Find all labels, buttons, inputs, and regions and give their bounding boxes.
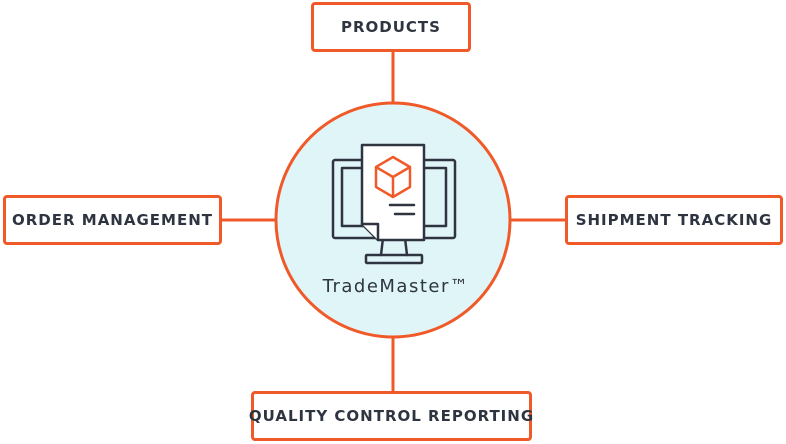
node-products: PRODUCTS [311,2,471,52]
box-cube-icon [374,155,412,199]
node-order-management: ORDER MANAGEMENT [3,195,222,245]
node-shipment-tracking: SHIPMENT TRACKING [565,195,783,245]
node-quality-control-reporting: QUALITY CONTROL REPORTING [249,391,533,441]
brand-name: TradeMaster™ [322,276,470,297]
